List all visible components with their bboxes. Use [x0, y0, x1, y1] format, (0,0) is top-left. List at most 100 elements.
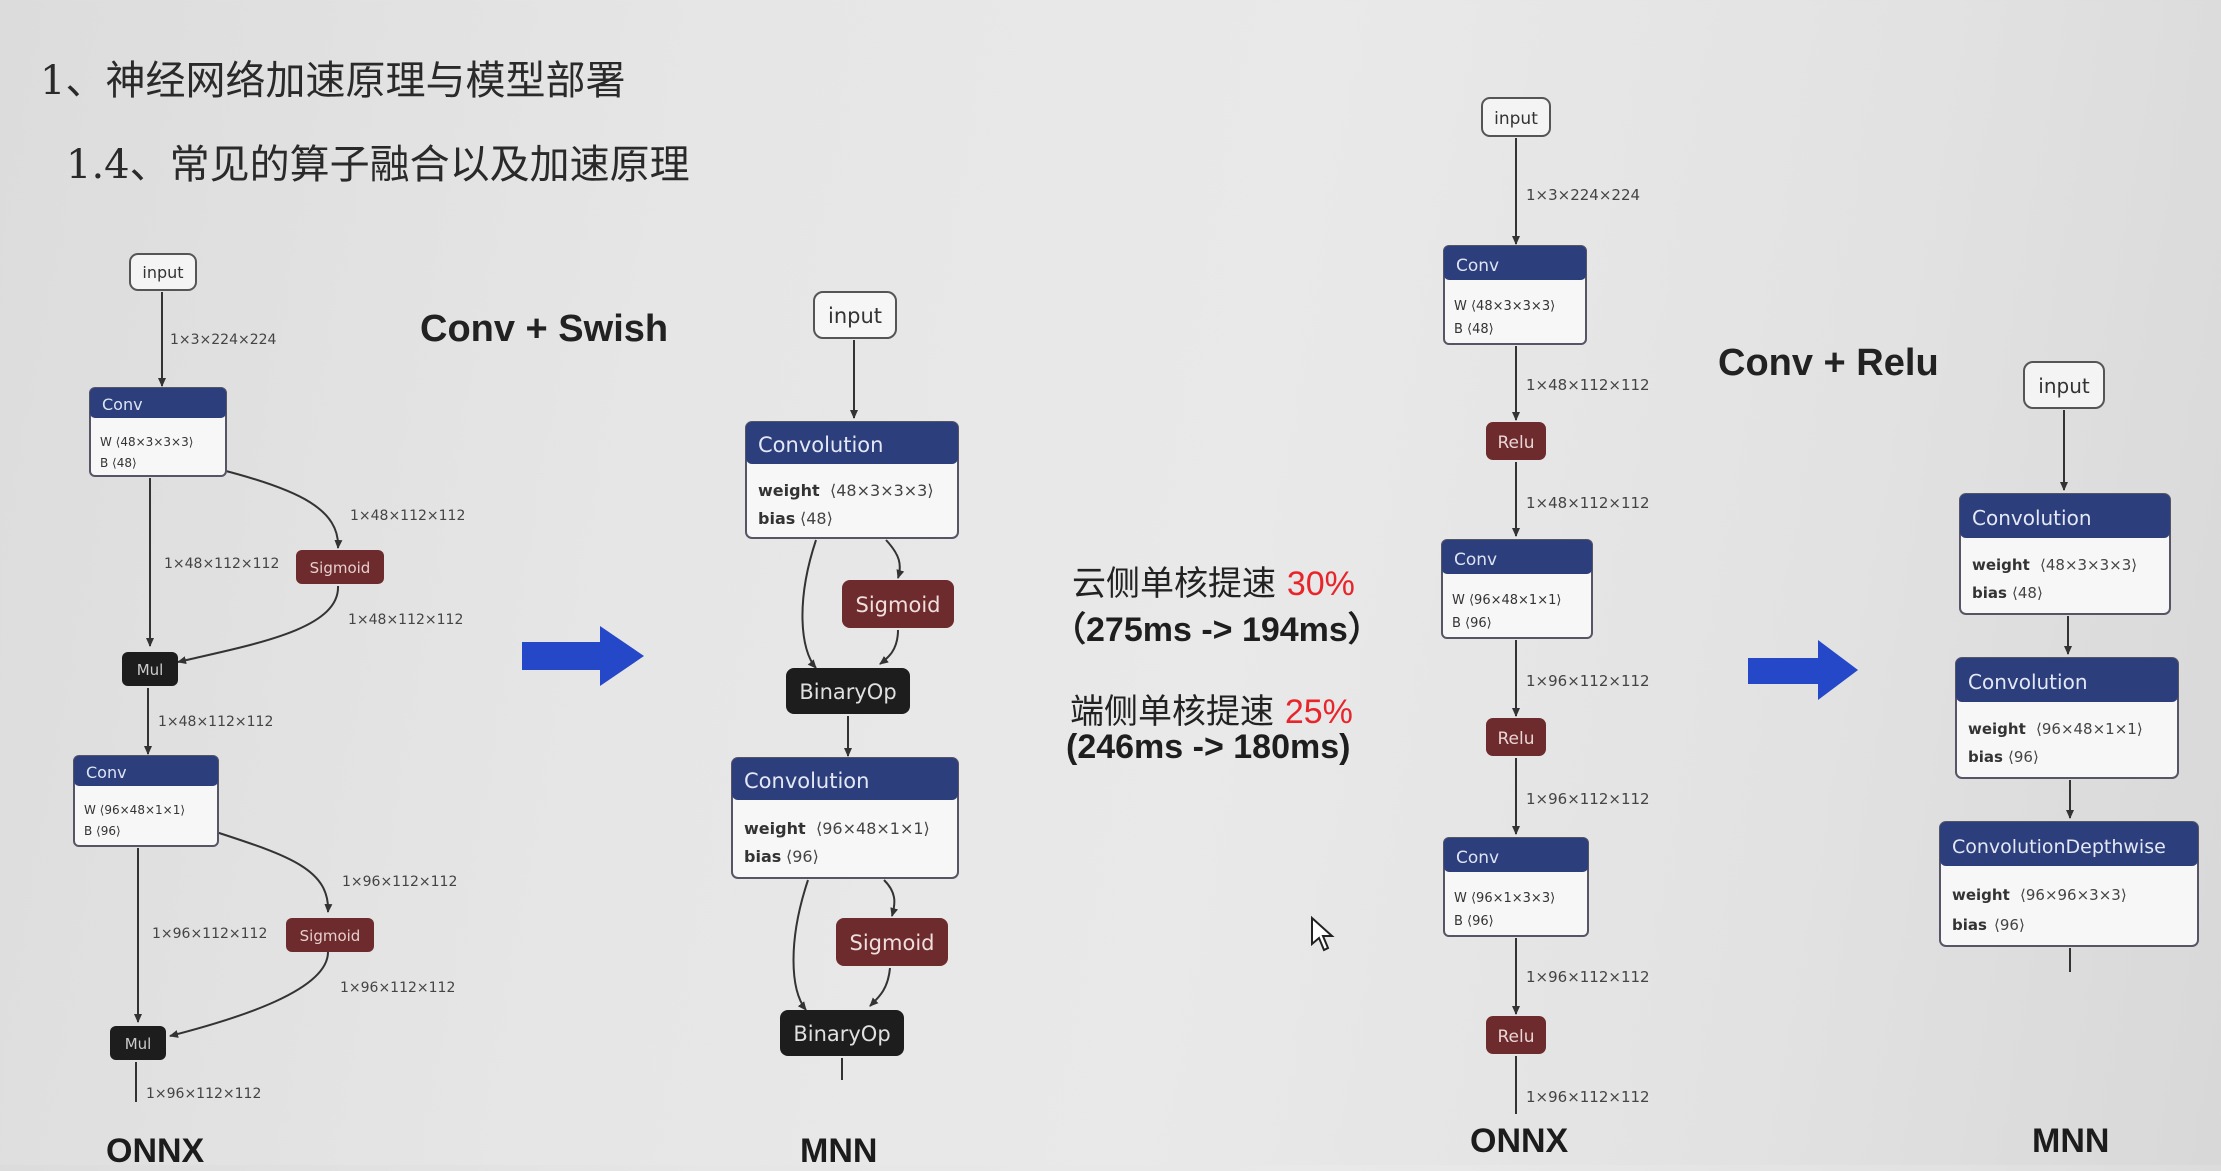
edge-label: 1×48×112×112: [1526, 494, 1650, 512]
edge-label: 1×48×112×112: [158, 714, 273, 730]
right-mnn-caption: MNN: [2032, 1122, 2110, 1160]
conv-swish-title: Conv + Swish: [420, 308, 669, 350]
sigmoid-node: [296, 550, 384, 584]
sigmoid-node: [286, 918, 374, 952]
edge-label: 1×48×112×112: [348, 612, 463, 628]
sigmoid-node-label: Sigmoid: [856, 593, 941, 617]
right-onnx-caption: ONNX: [1470, 1122, 1569, 1160]
convolution-weight-value: ⟨48×3×3×3⟩: [830, 481, 934, 500]
binaryop-node: [780, 1010, 904, 1056]
cloud-speedup-label: 云侧单核提速: [1072, 564, 1276, 604]
mnn-relu-graph: input Convolution weight ⟨48×3×3×3⟩ bias…: [1939, 361, 2199, 972]
conv-node-header: [90, 388, 226, 418]
edge-label: 1×3×224×224: [1526, 186, 1640, 204]
conv-node-weight: W ⟨96×48×1×1⟩: [84, 803, 185, 817]
convolution-weight-value: ⟨48×3×3×3⟩: [2040, 556, 2137, 574]
conv-node-header: [74, 756, 218, 786]
convolution-bias-label: bias: [1968, 748, 2003, 766]
subsection-heading: 1.4、常见的算子融合以及加速原理: [66, 142, 690, 188]
convolution-node-title: Convolution: [744, 769, 869, 793]
convolution-bias-value: ⟨96⟩: [786, 847, 819, 866]
relu-node-label: Relu: [1497, 1027, 1534, 1047]
edge-line: [169, 951, 329, 1038]
edge-label: 1×96×112×112: [146, 1086, 261, 1102]
convolution-depthwise-node-title: ConvolutionDepthwise: [1952, 836, 2166, 858]
convolution-weight-label: weight: [744, 819, 806, 838]
convolution-depthwise-node-header: [1940, 822, 2198, 866]
edge-line: [801, 539, 817, 669]
edge-line: [792, 879, 809, 1011]
edge-line: [221, 469, 343, 549]
convolution-node-title: Convolution: [758, 433, 883, 457]
sigmoid-node: [836, 918, 948, 966]
binaryop-node-label: BinaryOp: [799, 680, 896, 704]
convolution-weight-label: weight: [758, 481, 820, 500]
convolution-bias-label: bias: [1972, 584, 2007, 602]
edge-label: 1×96×112×112: [340, 980, 455, 996]
left-onnx-caption: ONNX: [106, 1132, 205, 1170]
conv-node-weight: W ⟨96×48×1×1⟩: [1452, 593, 1561, 608]
sigmoid-node: [842, 580, 954, 628]
convolution-weight-label: weight: [1952, 886, 2010, 904]
edge-timing: (246ms -> 180ms): [1066, 728, 1351, 766]
input-node-label: input: [1494, 109, 1538, 129]
edge-label: 1×96×112×112: [1526, 672, 1650, 690]
convolution-bias-value: ⟨96⟩: [1994, 916, 2025, 934]
sigmoid-node-label: Sigmoid: [310, 559, 371, 577]
mul-node: [110, 1026, 166, 1060]
transform-arrow-icon: [1748, 640, 1858, 700]
input-node: [2023, 361, 2105, 409]
conv-node-bias: B ⟨48⟩: [100, 456, 137, 470]
convolution-node-header: [1960, 494, 2170, 538]
edge-line: [869, 967, 891, 1007]
edge-label: 1×48×112×112: [350, 508, 465, 524]
input-node: [813, 291, 897, 339]
conv-node-bias: B ⟨96⟩: [1454, 914, 1494, 929]
edge-line: [879, 629, 899, 665]
conv-node-bias: B ⟨96⟩: [84, 824, 121, 838]
input-node-label: input: [2038, 374, 2090, 398]
convolution-bias-value: ⟨96⟩: [2008, 748, 2039, 766]
relu-node: [1486, 422, 1546, 460]
relu-node: [1486, 1016, 1546, 1054]
convolution-bias-label: bias: [1952, 916, 1987, 934]
convolution-bias-value: ⟨48⟩: [800, 509, 833, 528]
input-node: [1481, 97, 1551, 137]
binaryop-node: [786, 668, 910, 714]
edge-label: 1×96×112×112: [1526, 968, 1650, 986]
conv-node-title: Conv: [102, 395, 143, 414]
input-node-label: input: [142, 263, 183, 282]
transform-arrow-icon: [522, 626, 644, 686]
mul-node-label: Mul: [137, 661, 164, 679]
mnn-swish-graph: input Convolution weight ⟨48×3×3×3⟩ bias…: [731, 291, 959, 1080]
relu-node-label: Relu: [1497, 729, 1534, 749]
convolution-bias-label: bias: [758, 509, 795, 528]
conv-node-weight: W ⟨48×3×3×3⟩: [100, 435, 193, 449]
conv-node-title: Conv: [86, 763, 127, 782]
convolution-weight-label: weight: [1968, 720, 2026, 738]
convolution-node-header: [732, 758, 958, 800]
cloud-speedup: 云侧单核提速 30%: [1072, 556, 1355, 605]
binaryop-node-label: BinaryOp: [793, 1022, 890, 1046]
input-node-label: input: [828, 304, 882, 328]
left-onnx-graph: input 1×3×224×224 Conv W ⟨48×3×3×3⟩ B ⟨4…: [73, 253, 465, 1102]
sigmoid-node-label: Sigmoid: [300, 927, 361, 945]
edge-label: 1×96×112×112: [342, 874, 457, 890]
section-heading: 1、神经网络加速原理与模型部署: [40, 58, 626, 104]
edge-line: [177, 585, 340, 665]
edge-label: 1×48×112×112: [1526, 376, 1650, 394]
input-node: [129, 253, 197, 291]
conv-node-header: [1444, 246, 1586, 280]
conv-node-weight: W ⟨96×1×3×3⟩: [1454, 891, 1555, 906]
edge-line: [885, 539, 905, 579]
cloud-speedup-value: 30%: [1286, 565, 1355, 603]
relu-node-label: Relu: [1497, 433, 1534, 453]
convolution-node-header: [1956, 658, 2178, 702]
edge-speedup: 端侧单核提速 25%: [1070, 684, 1353, 733]
edge-label: 1×96×112×112: [1526, 790, 1650, 808]
mul-node-label: Mul: [125, 1035, 152, 1053]
conv-node-title: Conv: [1456, 256, 1499, 276]
conv-node-title: Conv: [1454, 550, 1497, 570]
convolution-bias-label: bias: [744, 847, 781, 866]
